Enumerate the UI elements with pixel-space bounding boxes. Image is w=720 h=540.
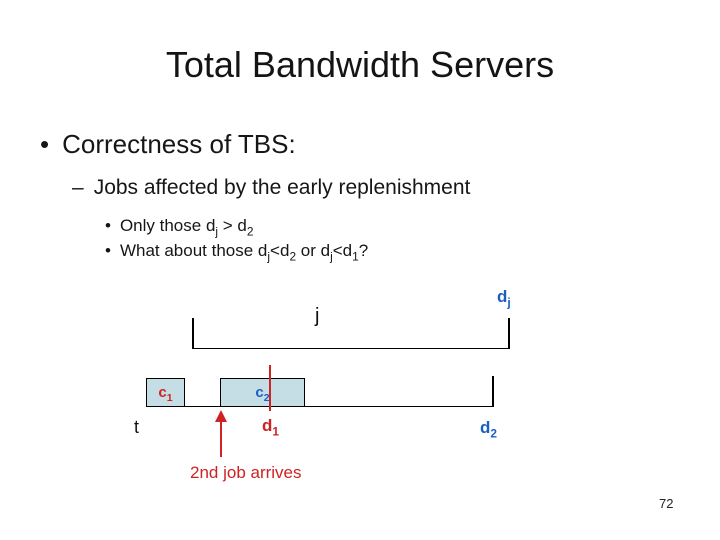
job-j-interval-bracket	[192, 318, 510, 349]
bullet-text: Only those dj > d2	[119, 216, 254, 239]
slide-title: Total Bandwidth Servers	[165, 44, 555, 85]
deadline-d2-tick	[492, 376, 494, 407]
bullet-marker: •	[40, 129, 50, 159]
bullet-text: Jobs affected by the early replenishment	[93, 176, 471, 199]
deadline-d1-label: d1	[262, 416, 280, 439]
bullet-line-jobs-affected: – Jobs affected by the early replenishme…	[72, 176, 470, 200]
c2-label: c2	[255, 384, 270, 404]
bullet-line-only-those: • Only those dj > d2	[105, 216, 254, 239]
bullet-marker: •	[105, 241, 111, 260]
page-number: 72	[659, 496, 674, 511]
job-c2-box: c2	[220, 378, 305, 407]
bullet-text: Correctness of TBS:	[62, 129, 296, 159]
deadline-dj-label: dj	[497, 287, 511, 310]
deadline-d2-label: d2	[480, 418, 498, 441]
job-j-label: j	[315, 305, 320, 327]
second-job-arrives-annotation: 2nd job arrives	[190, 463, 302, 482]
dash-marker: –	[72, 176, 84, 199]
c1-label: c1	[158, 384, 173, 404]
bullet-marker: •	[105, 216, 111, 235]
bullet-line-correctness: • Correctness of TBS:	[40, 129, 296, 160]
deadline-d1-marker-line	[269, 365, 271, 411]
bullet-line-what-about: • What about those dj<d2 or dj<d1?	[105, 241, 369, 264]
job-c1-box: c1	[146, 378, 185, 407]
arrow-up-icon	[215, 410, 227, 422]
arrival-arrow-shaft	[220, 421, 222, 457]
bullet-text: What about those dj<d2 or dj<d1?	[119, 241, 369, 264]
timeline-axis	[146, 406, 493, 407]
time-t-label: t	[134, 417, 140, 437]
